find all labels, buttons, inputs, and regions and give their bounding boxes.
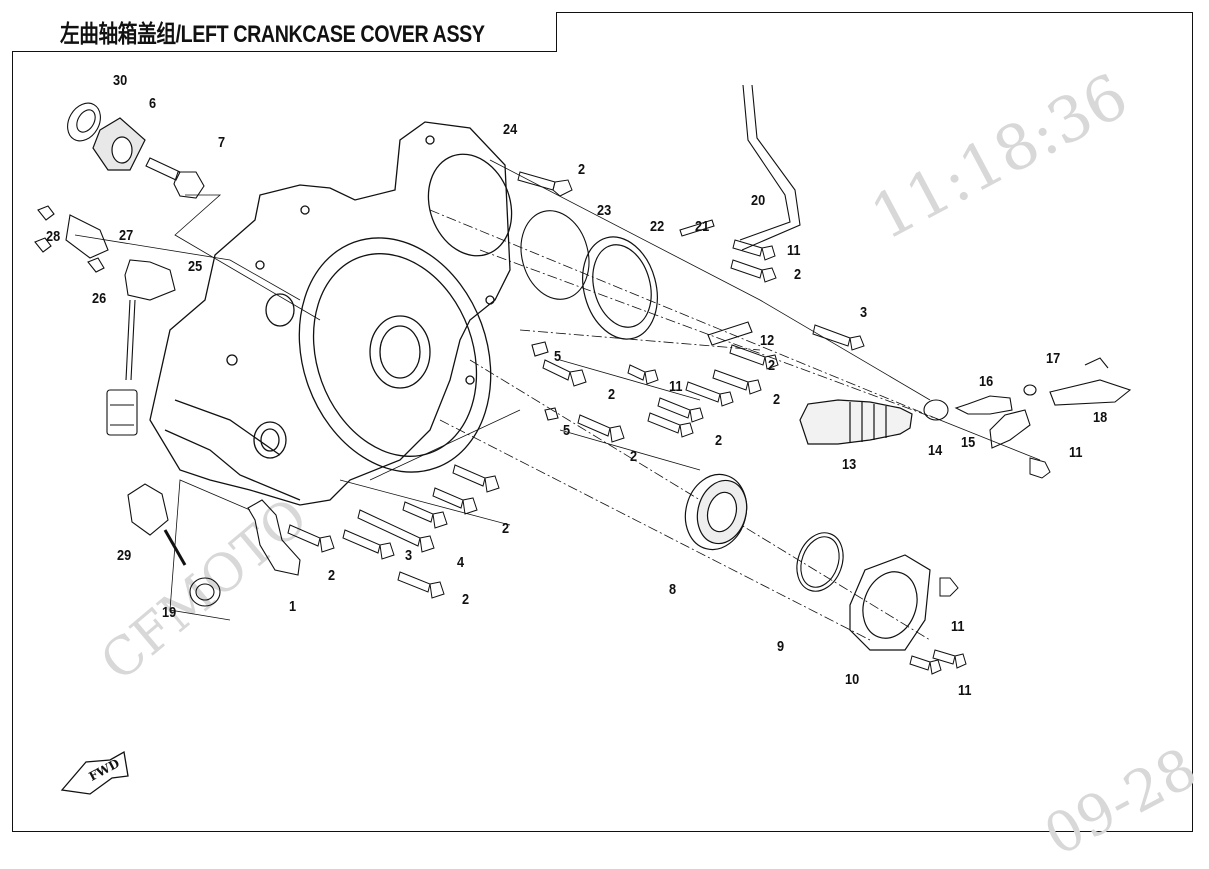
assembly-axes bbox=[429, 209, 941, 641]
callout-2: 2 bbox=[768, 357, 776, 374]
callout-16: 16 bbox=[979, 373, 994, 390]
callout-2: 2 bbox=[715, 432, 723, 449]
callout-3: 3 bbox=[860, 304, 868, 321]
part-7-bolt bbox=[145, 157, 205, 199]
callout-2: 2 bbox=[773, 391, 781, 408]
callout-2: 2 bbox=[608, 386, 616, 403]
callout-30: 30 bbox=[113, 72, 128, 89]
page-title: 左曲轴箱盖组/LEFT CRANKCASE COVER ASSY bbox=[60, 21, 485, 48]
part-22-cover bbox=[582, 236, 658, 340]
callout-26: 26 bbox=[92, 290, 107, 307]
part-17-clamp bbox=[1023, 384, 1037, 396]
callout-2: 2 bbox=[578, 161, 586, 178]
leader-lines bbox=[74, 159, 1041, 621]
callout-5: 5 bbox=[563, 422, 571, 439]
part-20-tube bbox=[739, 84, 801, 251]
callout-9: 9 bbox=[777, 638, 785, 655]
callout-25: 25 bbox=[188, 258, 203, 275]
callout-11: 11 bbox=[1069, 444, 1083, 461]
part-14-clamp bbox=[923, 399, 949, 421]
callout-29: 29 bbox=[117, 547, 132, 564]
callout-23: 23 bbox=[597, 202, 612, 219]
part-16-fitting bbox=[954, 395, 1013, 415]
callout-3: 3 bbox=[405, 547, 413, 564]
callout-11: 11 bbox=[951, 618, 965, 635]
part-19-oring bbox=[189, 577, 221, 607]
part-15-bracket bbox=[989, 409, 1031, 449]
callout-22: 22 bbox=[650, 218, 665, 235]
callout-11: 11 bbox=[669, 378, 683, 395]
callout-27: 27 bbox=[119, 227, 134, 244]
callout-13: 13 bbox=[842, 456, 857, 473]
callout-18: 18 bbox=[1093, 409, 1108, 426]
callout-15: 15 bbox=[961, 434, 976, 451]
part-21-pin bbox=[679, 219, 715, 237]
callout-6: 6 bbox=[149, 95, 157, 112]
parts-26-27-28 bbox=[34, 205, 109, 273]
part-5-dowels bbox=[531, 341, 559, 421]
part-18-hose bbox=[1023, 357, 1132, 406]
callout-10: 10 bbox=[845, 671, 860, 688]
bolts bbox=[287, 171, 1051, 675]
callout-24: 24 bbox=[503, 121, 518, 138]
callout-11: 11 bbox=[787, 242, 801, 259]
callout-2: 2 bbox=[502, 520, 510, 537]
drawing-frame bbox=[12, 12, 1193, 832]
part-8-bearing bbox=[684, 473, 748, 551]
callout-14: 14 bbox=[928, 442, 943, 459]
callout-11: 11 bbox=[958, 682, 972, 699]
callout-12: 12 bbox=[760, 332, 775, 349]
part-25-sensor bbox=[106, 259, 176, 436]
part-29-cap bbox=[127, 483, 187, 566]
part-13-boot bbox=[799, 399, 913, 445]
callout-28: 28 bbox=[46, 228, 61, 245]
part-23-gasket bbox=[520, 210, 590, 300]
crankcase-cover bbox=[149, 121, 513, 506]
part-9-oring bbox=[796, 532, 844, 592]
callout-2: 2 bbox=[462, 591, 470, 608]
callout-4: 4 bbox=[457, 554, 465, 571]
part-10-cover bbox=[849, 554, 931, 651]
part-30-washer bbox=[67, 102, 101, 142]
part-12-plate bbox=[707, 321, 753, 346]
callout-17: 17 bbox=[1046, 350, 1061, 367]
callout-19: 19 bbox=[162, 604, 177, 621]
fwd-arrow-icon bbox=[60, 750, 129, 795]
callout-2: 2 bbox=[794, 266, 802, 283]
callout-2: 2 bbox=[630, 448, 638, 465]
title-box: 左曲轴箱盖组/LEFT CRANKCASE COVER ASSY bbox=[12, 12, 557, 52]
callout-20: 20 bbox=[751, 192, 766, 209]
callout-7: 7 bbox=[218, 134, 226, 151]
callout-5: 5 bbox=[554, 348, 562, 365]
callout-21: 21 bbox=[695, 218, 710, 235]
part-1-bracket bbox=[247, 499, 301, 576]
part-6-sleeve bbox=[92, 117, 146, 171]
exploded-view-drawing bbox=[34, 84, 1132, 795]
callout-2: 2 bbox=[328, 567, 336, 584]
callout-8: 8 bbox=[669, 581, 677, 598]
callout-1: 1 bbox=[289, 598, 297, 615]
